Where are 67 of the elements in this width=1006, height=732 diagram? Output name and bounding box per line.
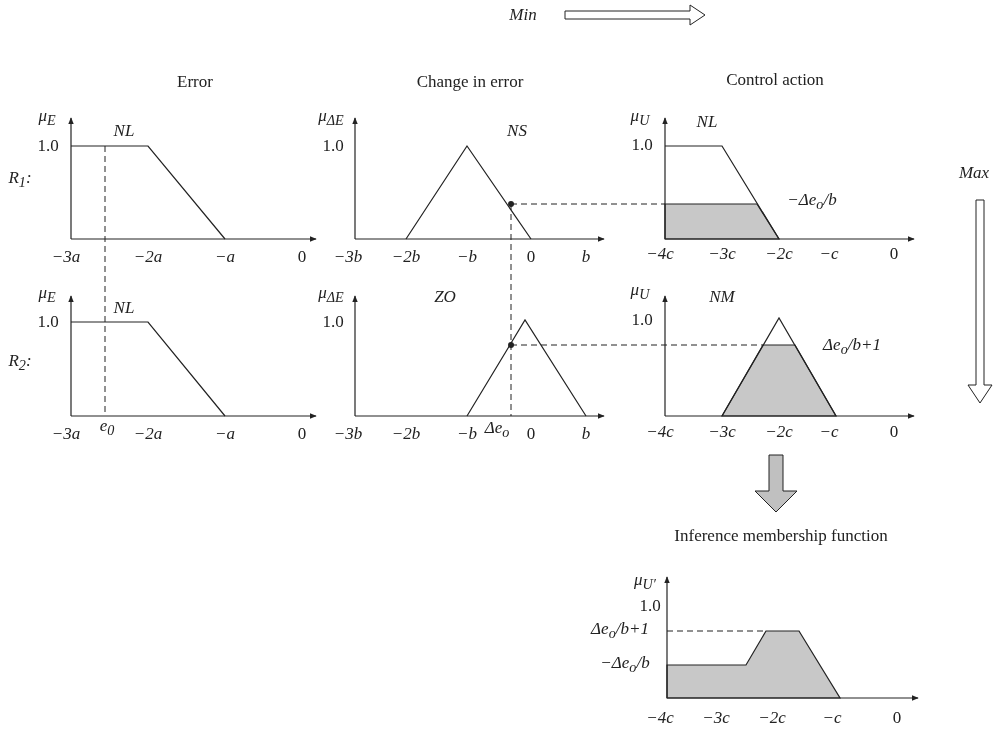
- axis-label: μ$_{ΔE}$: [318, 284, 344, 306]
- math-label: −Δe$_{o}$/b: [787, 191, 837, 213]
- tick-label: −2a: [133, 247, 163, 267]
- math-label: ZO: [434, 287, 456, 307]
- tick-label: 1.0: [37, 136, 59, 156]
- tick-label: −2c: [765, 422, 793, 442]
- axis-label: μ$_{U′}$: [634, 571, 656, 593]
- math-label: NL: [696, 112, 718, 132]
- math-label: NM: [709, 287, 735, 307]
- tick-label: −3c: [708, 422, 736, 442]
- heading: Error: [177, 72, 213, 92]
- axis-label: μ$_{E}$: [38, 107, 56, 129]
- axis-label: μ$_{ΔE}$: [318, 107, 344, 129]
- tick-label: 1.0: [631, 135, 653, 155]
- tick-label: −b: [457, 247, 477, 267]
- tick-label: 0: [297, 424, 307, 444]
- axis-label: μ$_{U}$: [630, 107, 650, 129]
- math-label: Max: [958, 163, 990, 183]
- tick-label: b: [581, 247, 591, 267]
- axis-label: μ$_{U}$: [630, 281, 650, 303]
- tick-label: −4c: [646, 422, 674, 442]
- tick-label: −2b: [391, 424, 421, 444]
- tick-label: −2a: [133, 424, 163, 444]
- axis-label: μ$_{E}$: [38, 284, 56, 306]
- tick-label: −3c: [702, 708, 730, 728]
- math-label: Min: [509, 5, 537, 25]
- tick-label: 1.0: [37, 312, 59, 332]
- tick-label: −3c: [708, 244, 736, 264]
- tick-label: −2c: [758, 708, 786, 728]
- tick-label: 0: [526, 424, 536, 444]
- math-label: NS: [507, 121, 527, 141]
- tick-label: −a: [215, 424, 235, 444]
- tick-label: −b: [457, 424, 477, 444]
- tick-label: 1.0: [631, 310, 653, 330]
- heading: Inference membership function: [674, 526, 888, 546]
- tick-label: 0: [892, 708, 902, 728]
- tick-label: 0: [889, 244, 899, 264]
- heading: Change in error: [416, 72, 524, 92]
- tick-label: −3a: [51, 424, 81, 444]
- tick-label: 0: [889, 422, 899, 442]
- math-label: Δe$_{o}$: [484, 419, 510, 441]
- math-label: R$_{2}$:: [8, 352, 32, 374]
- math-label: −Δe$_{o}$/b: [600, 654, 650, 676]
- tick-label: −3b: [333, 247, 363, 267]
- tick-label: 1.0: [322, 312, 344, 332]
- heading: Control action: [726, 70, 824, 90]
- math-label: Δe$_{o}$/b+1: [591, 620, 649, 642]
- tick-label: −3a: [51, 247, 81, 267]
- tick-label: −4c: [646, 708, 674, 728]
- tick-label: b: [581, 424, 591, 444]
- math-label: e$_{0}$: [99, 417, 115, 439]
- tick-label: 0: [526, 247, 536, 267]
- tick-label: −4c: [646, 244, 674, 264]
- tick-label: −c: [819, 422, 839, 442]
- math-label: Δe$_{o}$/b+1: [823, 336, 881, 358]
- tick-label: −a: [215, 247, 235, 267]
- tick-label: 0: [297, 247, 307, 267]
- math-label: R$_{1}$:: [8, 169, 32, 191]
- tick-label: 1.0: [639, 596, 661, 616]
- tick-label: −2b: [391, 247, 421, 267]
- tick-label: −3b: [333, 424, 363, 444]
- tick-label: 1.0: [322, 136, 344, 156]
- math-label: NL: [113, 298, 135, 318]
- tick-label: −c: [822, 708, 842, 728]
- tick-label: −2c: [765, 244, 793, 264]
- tick-label: −c: [819, 244, 839, 264]
- math-label: NL: [113, 121, 135, 141]
